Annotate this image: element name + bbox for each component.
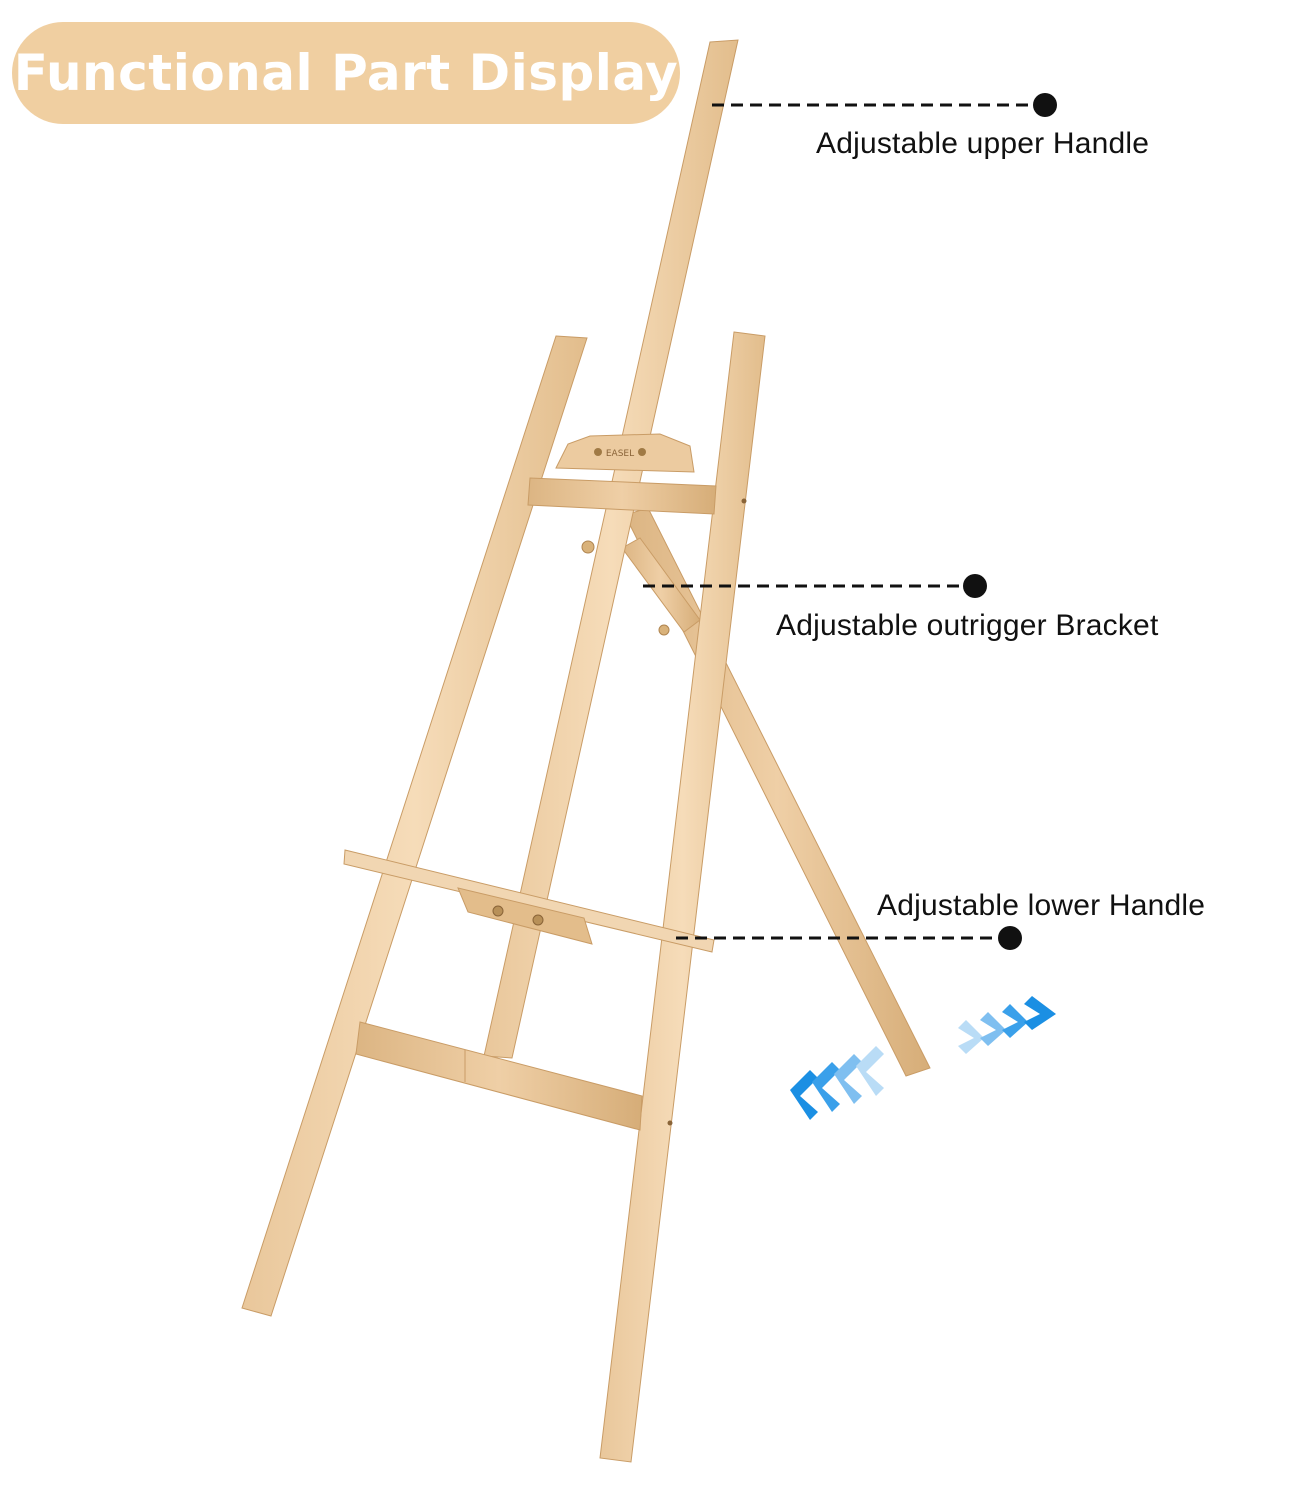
label-upper-handle: Adjustable upper Handle bbox=[816, 127, 1150, 160]
callout-dot-icon bbox=[998, 926, 1022, 950]
callout-dot-icon bbox=[1033, 93, 1057, 117]
bottom-crossbar bbox=[355, 1021, 643, 1131]
outrigger-bracket bbox=[581, 537, 701, 636]
fold-arrows-left-icon bbox=[790, 1046, 884, 1120]
label-outrigger-bracket: Adjustable outrigger Bracket bbox=[776, 609, 1159, 642]
callout-lower-line bbox=[676, 926, 1022, 950]
callout-upper-line bbox=[712, 93, 1057, 117]
fold-arrows-right-icon bbox=[958, 996, 1056, 1054]
left-front-leg bbox=[241, 335, 588, 1317]
logo-mark: EASEL bbox=[606, 449, 634, 459]
right-front-leg bbox=[599, 331, 766, 1463]
title-banner: Functional Part Display bbox=[12, 22, 680, 124]
upper-clamp: EASEL bbox=[555, 433, 695, 473]
label-lower-handle: Adjustable lower Handle bbox=[877, 889, 1206, 922]
canvas-shelf bbox=[343, 849, 715, 953]
page-title: Functional Part Display bbox=[13, 44, 679, 102]
upper-crossbar bbox=[527, 477, 717, 515]
center-mast bbox=[483, 39, 739, 1059]
callout-bracket-line bbox=[643, 574, 987, 598]
callout-dot-icon bbox=[963, 574, 987, 598]
